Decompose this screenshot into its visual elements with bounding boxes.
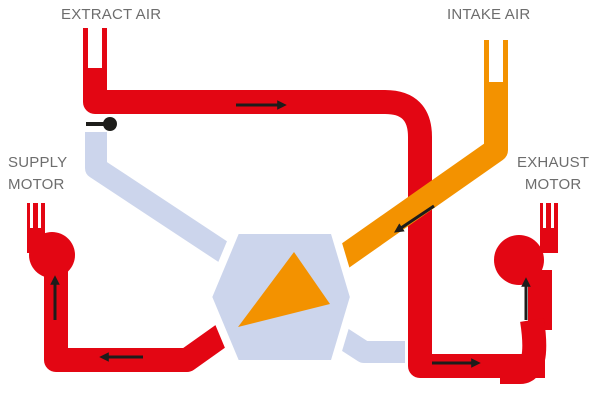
label-supply-motor: SUPPLY MOTOR (8, 154, 68, 193)
supply-duct (44, 270, 232, 372)
label-extract-air: EXTRACT AIR (61, 6, 162, 23)
exhaust-motor-fan-icon (494, 198, 558, 384)
intake-inlet-arrowhead-icon (489, 62, 503, 74)
extract-inlet-arrowhead-icon (88, 50, 102, 62)
label-intake-air: INTAKE AIR (447, 6, 531, 23)
extract-duct (83, 28, 545, 378)
heat-exchanger-icon (204, 226, 358, 368)
flow-arrows (50, 100, 531, 368)
supply-motor-fan-icon (27, 198, 75, 278)
label-exhaust-motor: EXHAUST MOTOR (517, 154, 590, 193)
flow-arrow-icon (394, 204, 435, 233)
exchanger-core (238, 252, 330, 327)
damper-icon (86, 117, 117, 131)
extract-cool-duct (85, 132, 247, 273)
